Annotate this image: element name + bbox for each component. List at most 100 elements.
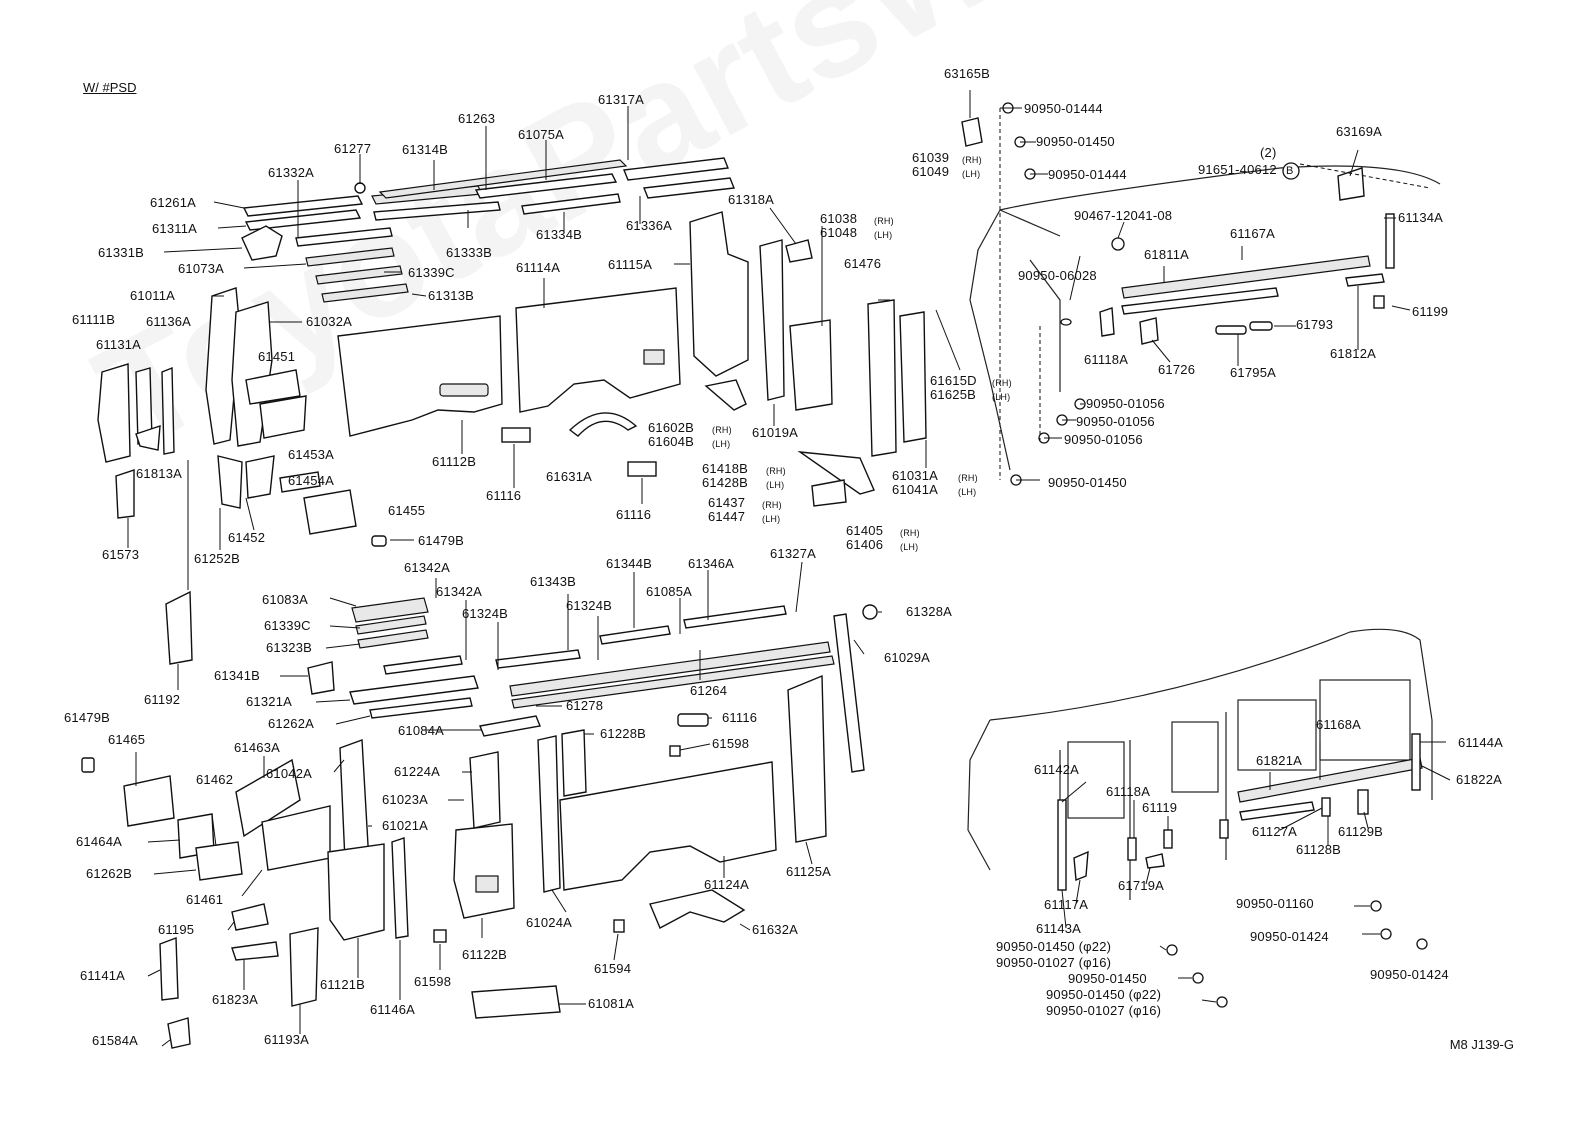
part-label[interactable]: 61118A [1106, 784, 1151, 799]
part-label[interactable]: 61111B [72, 312, 116, 327]
part-label[interactable]: 90950-01450 [1068, 971, 1147, 986]
part-label[interactable]: 61116 [616, 507, 652, 522]
part-label[interactable]: 61447 [708, 509, 746, 524]
part-label[interactable]: 61451 [258, 349, 296, 364]
part-label[interactable]: 61437 [708, 495, 746, 510]
part-label[interactable]: 61454A [288, 473, 335, 488]
part-label[interactable]: 61344B [606, 556, 653, 571]
part-label[interactable]: 61615D [930, 373, 977, 388]
part-label[interactable]: 90950-01056 [1076, 414, 1155, 429]
part-label[interactable]: 61121B [320, 977, 366, 992]
part-label[interactable]: 61143A [1036, 921, 1082, 936]
part-label[interactable]: 61278 [566, 698, 604, 713]
part-label[interactable]: 61114A [516, 260, 561, 275]
part-label[interactable]: 61031A [892, 468, 939, 483]
part-label[interactable]: 61112B [432, 454, 477, 469]
part-label[interactable]: 61334B [536, 227, 583, 242]
part-label[interactable]: 61085A [646, 584, 693, 599]
part-label[interactable]: 90950-01056 [1086, 396, 1165, 411]
part-label[interactable]: 61405 [846, 523, 884, 538]
part-label[interactable]: 90950-01450 (φ22) [1046, 987, 1162, 1002]
part-label[interactable]: 61324B [462, 606, 509, 621]
part-label[interactable]: 61604B [648, 434, 695, 449]
part-label[interactable]: 61024A [526, 915, 573, 930]
part-label[interactable]: 90467-12041-08 [1074, 208, 1173, 223]
part-label[interactable]: 61598 [414, 974, 452, 989]
part-label[interactable]: 61073A [178, 261, 225, 276]
part-label[interactable]: 61118A [1084, 352, 1129, 367]
part-label[interactable]: 61813A [136, 466, 183, 481]
part-label[interactable]: 61127A [1252, 824, 1298, 839]
part-label[interactable]: 61339C [264, 618, 311, 633]
part-label[interactable]: 90950-01027 (φ16) [1046, 1003, 1162, 1018]
part-label[interactable]: 61116 [722, 710, 758, 725]
part-label[interactable]: 61228B [600, 726, 647, 741]
part-label[interactable]: 61264 [690, 683, 728, 698]
part-label[interactable]: 61333B [446, 245, 493, 260]
part-label[interactable]: 61465 [108, 732, 146, 747]
part-label[interactable]: 61048 [820, 225, 858, 240]
part-label[interactable]: 61462 [196, 772, 234, 787]
part-label[interactable]: 90950-06028 [1018, 268, 1097, 283]
part-label[interactable]: 61192 [144, 692, 181, 707]
part-label[interactable]: 61327A [770, 546, 817, 561]
part-label[interactable]: 61262A [268, 716, 315, 731]
part-label[interactable]: 61598 [712, 736, 750, 751]
part-label[interactable]: 61168A [1316, 717, 1362, 732]
part-label[interactable]: 61812A [1330, 346, 1377, 361]
part-label[interactable]: 61263 [458, 111, 496, 126]
part-label[interactable]: 61131A [96, 337, 142, 352]
part-label[interactable]: 61452 [228, 530, 266, 545]
part-label[interactable]: 61821A [1256, 753, 1303, 768]
part-label[interactable]: 61049 [912, 164, 950, 179]
part-label[interactable]: 90950-01424 [1250, 929, 1329, 944]
part-label[interactable]: 61314B [402, 142, 449, 157]
part-label[interactable]: 61039 [912, 150, 950, 165]
part-label[interactable]: 61083A [262, 592, 309, 607]
part-label[interactable]: 61418B [702, 461, 749, 476]
part-label[interactable]: 61311A [152, 221, 198, 236]
part-label[interactable]: 61134A [1398, 210, 1444, 225]
part-label[interactable]: 61461 [186, 892, 224, 907]
part-label[interactable]: 61463A [234, 740, 281, 755]
part-label[interactable]: 61793 [1296, 317, 1334, 332]
part-label[interactable]: 61193A [264, 1032, 310, 1047]
part-label[interactable]: 90950-01160 [1236, 896, 1314, 911]
part-label[interactable]: 61453A [288, 447, 335, 462]
part-label[interactable]: 61317A [598, 92, 645, 107]
part-label[interactable]: 61032A [306, 314, 353, 329]
part-label[interactable]: 61476 [844, 256, 882, 271]
part-label[interactable]: 61479B [418, 533, 465, 548]
part-label[interactable]: 61116 [486, 488, 522, 503]
part-label[interactable]: 61632A [752, 922, 799, 937]
part-label[interactable]: 61011A [130, 288, 176, 303]
part-label[interactable]: 61038 [820, 211, 858, 226]
part-label[interactable]: 61428B [702, 475, 749, 490]
part-label[interactable]: 61625B [930, 387, 977, 402]
part-label[interactable]: 61822A [1456, 772, 1503, 787]
part-label[interactable]: 61584A [92, 1033, 139, 1048]
part-label[interactable]: 61602B [648, 420, 695, 435]
part-label[interactable]: 61119 [1142, 800, 1178, 815]
part-label[interactable]: 61795A [1230, 365, 1277, 380]
part-label[interactable]: 61823A [212, 992, 259, 1007]
part-label[interactable]: 61262B [86, 866, 133, 881]
part-label[interactable]: 61455 [388, 503, 426, 518]
part-label[interactable]: 61021A [382, 818, 429, 833]
part-label[interactable]: 61406 [846, 537, 884, 552]
part-label[interactable]: 61573 [102, 547, 140, 562]
part-label[interactable]: 61019A [752, 425, 799, 440]
part-label[interactable]: 61594 [594, 961, 632, 976]
part-label[interactable]: 61195 [158, 922, 195, 937]
part-label[interactable]: 61313B [428, 288, 475, 303]
part-label[interactable]: 61029A [884, 650, 931, 665]
part-label[interactable]: 61318A [728, 192, 775, 207]
part-label[interactable]: 90950-01450 [1048, 475, 1127, 490]
part-label[interactable]: 61261A [150, 195, 197, 210]
part-label[interactable]: 61142A [1034, 762, 1080, 777]
part-label[interactable]: 61167A [1230, 226, 1276, 241]
part-label[interactable]: 61075A [518, 127, 565, 142]
part-label[interactable]: 61321A [246, 694, 293, 709]
part-label[interactable]: 61122B [462, 947, 508, 962]
part-label[interactable]: 61125A [786, 864, 832, 879]
